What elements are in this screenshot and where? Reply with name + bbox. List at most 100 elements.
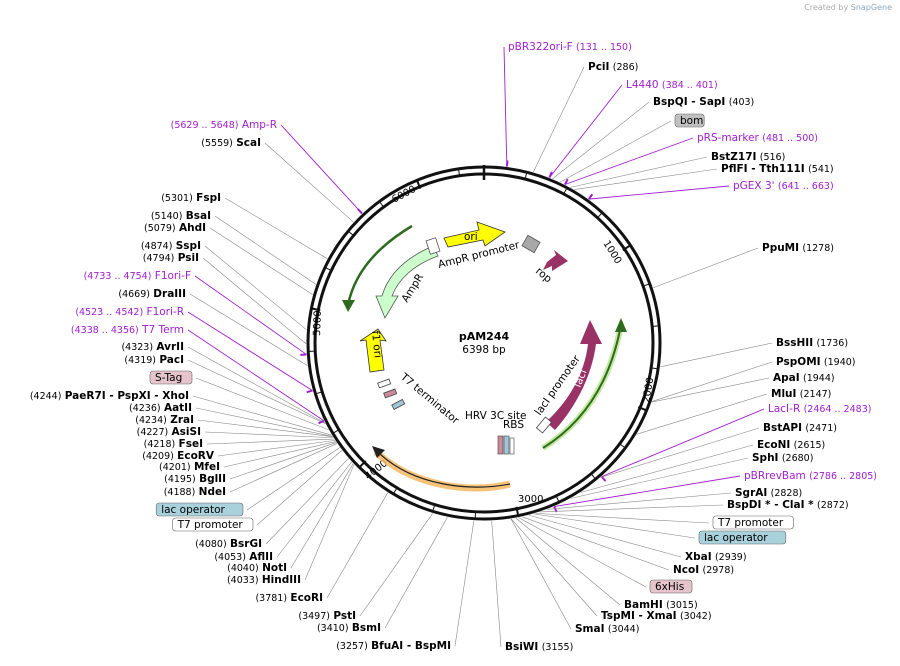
tick-mark — [556, 496, 560, 502]
feature-tag-box — [674, 113, 705, 128]
leader-line — [195, 377, 329, 431]
tick-mark — [524, 173, 528, 179]
site-label-asisi: (4227) AsiSI — [137, 426, 201, 438]
site-name: XbaI — [685, 551, 712, 563]
primer-label: pBRrevBam (2786 .. 2805) — [744, 470, 877, 482]
tick-5000: 5000 — [312, 310, 324, 336]
his-tag-marker — [497, 435, 504, 455]
site-name: F1ori-F — [155, 270, 191, 282]
site-position: (641 .. 663) — [778, 181, 834, 192]
primer-label: (4523 .. 4542) F1ori-R — [75, 306, 184, 318]
site-label-t7-term: (4338 .. 4356) T7 Term — [71, 324, 184, 336]
leader-line — [564, 137, 694, 185]
site-label-mlui: MluI (2147) — [771, 388, 831, 400]
site-position: (481 .. 500) — [762, 133, 818, 144]
site-name: L4440 — [626, 79, 659, 91]
site-label-ncoi: NcoI (2978) — [673, 564, 734, 576]
enzyme-label: (4874) SspI — [141, 240, 201, 252]
site-name: EcoNI — [757, 439, 790, 451]
site-label-bamhi: BamHI (3015) — [624, 599, 698, 611]
site-label-paer7i-pspxi-xhoi: (4244) PaeR7I - PspXI - XhoI — [30, 390, 189, 402]
site-name: NcoI — [673, 564, 699, 576]
site-name: PspOMI — [776, 356, 821, 368]
leader-line — [491, 520, 502, 648]
leader-line — [660, 342, 773, 368]
leader-line — [540, 504, 724, 513]
site-label-hindiii: (4033) HindIII — [227, 574, 301, 586]
leader-line — [290, 463, 354, 569]
enzyme-label: (4669) DraIII — [118, 288, 186, 300]
feature-tag-text: bom — [680, 115, 703, 127]
leader-line — [246, 447, 341, 511]
site-position: (3042) — [680, 611, 712, 622]
enzyme-label: (4033) HindIII — [227, 574, 301, 586]
site-name: PflFI - Tth111I — [721, 163, 805, 175]
feature-tag-box — [698, 530, 787, 545]
leader-line — [194, 275, 307, 355]
site-label-noti: (4040) NotI — [227, 562, 287, 574]
site-label-lac-operator: lac operator — [698, 530, 787, 545]
ori-feature — [443, 221, 506, 248]
site-position: (4338 .. 4356) — [71, 325, 139, 336]
orf-arc — [373, 449, 511, 492]
site-name: AvrII — [156, 341, 184, 353]
site-name: BsmI — [352, 622, 381, 634]
feature-tag-box — [155, 502, 244, 517]
enzyme-label: BamHI (3015) — [624, 599, 698, 611]
laci-feature — [546, 320, 602, 430]
leader-line — [533, 513, 696, 539]
site-label-draiii: (4669) DraIII — [118, 288, 186, 300]
site-label-lac-operator: lac operator — [155, 502, 244, 517]
site-position: (2615) — [794, 440, 826, 451]
orf-arc-line — [379, 453, 511, 488]
leader-line — [326, 492, 388, 599]
enzyme-label: (4040) NotI — [227, 562, 287, 574]
site-position: (4080) — [195, 539, 227, 550]
site-name: NotI — [262, 562, 287, 574]
site-name: TspMI - XmaI — [601, 610, 677, 622]
site-position: (3257) — [336, 641, 368, 652]
leader-line — [653, 247, 759, 289]
enzyme-label: BssHII (1736) — [776, 337, 848, 349]
leader-line — [187, 329, 325, 422]
site-label-avrii: (4323) AvrII — [121, 341, 184, 353]
enzyme-label: (5140) BsaI — [151, 210, 211, 222]
leader-line — [217, 440, 336, 457]
site-label-bspqi-sapi: BspQI - SapI (403) — [653, 96, 754, 108]
site-position: (516) — [760, 152, 786, 163]
primer-tick — [505, 160, 509, 167]
tick-marks — [309, 169, 659, 518]
primer-tick — [600, 475, 607, 482]
site-position: (4040) — [227, 563, 259, 574]
leader-line — [601, 408, 765, 478]
leader-line — [533, 66, 585, 173]
site-name: EcoRI — [290, 592, 323, 604]
enzyme-label: (4244) PaeR7I - PspXI - XhoI — [30, 390, 189, 402]
leader-line — [552, 101, 650, 179]
site-label-t7-promoter: T7 promoter — [712, 515, 794, 530]
site-name: AhdI — [179, 222, 206, 234]
enzyme-label: (3257) BfuAI - BspMI — [336, 640, 451, 652]
site-position: (4236) — [129, 403, 161, 414]
leader-line — [276, 461, 352, 558]
site-label-amp-r: (5629 .. 5648) Amp-R — [171, 119, 277, 131]
bom-marker — [521, 234, 541, 254]
leader-line — [192, 395, 332, 436]
site-position: (131 .. 150) — [576, 42, 632, 53]
site-name: BsaI — [186, 210, 211, 222]
site-label-bsmi: (3410) BsmI — [317, 622, 381, 634]
site-position: (5629 .. 5648) — [171, 120, 239, 131]
feature-tag-text: S-Tag — [155, 372, 182, 384]
site-position: (3781) — [255, 593, 287, 604]
site-name: SphI — [752, 452, 778, 464]
site-name: NdeI — [199, 486, 226, 498]
site-label-pgex-3: pGEX 3' (641 .. 663) — [733, 180, 834, 192]
tick-mark — [359, 460, 367, 468]
leader-line — [580, 444, 754, 493]
feature-tag-box — [172, 517, 254, 532]
enzyme-label: (4319) PacI — [124, 354, 184, 366]
site-name: AsiSI — [172, 426, 201, 438]
enzyme-label: (4195) BglII — [164, 473, 226, 485]
site-position: (4033) — [227, 575, 259, 586]
